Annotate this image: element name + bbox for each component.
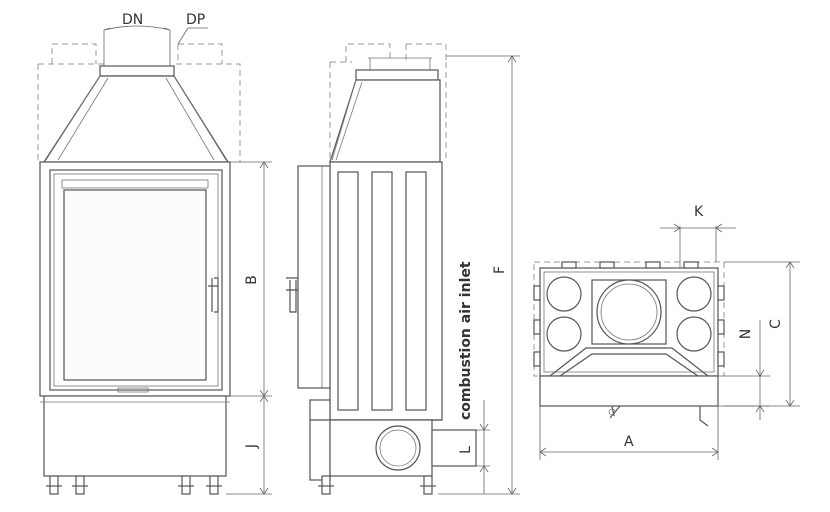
front-hidden-outline — [37, 43, 241, 162]
dim-j-line — [226, 395, 272, 495]
side-air-inlet-pipe — [375, 425, 421, 471]
front-flue-collar — [99, 65, 175, 77]
top-hidden-outline — [533, 261, 725, 377]
front-base — [43, 395, 227, 477]
dim-c-line — [724, 261, 800, 407]
front-view — [37, 25, 272, 495]
dim-l-line — [476, 400, 490, 494]
label-k: K — [694, 204, 704, 220]
dim-a-line — [539, 406, 719, 460]
side-door-profile — [297, 165, 331, 389]
top-handle-lever — [609, 405, 709, 427]
label-air-inlet: combustion air inlet — [458, 261, 474, 420]
side-air-inlet-spigot — [431, 429, 477, 467]
side-convection-panel-2 — [371, 171, 393, 411]
label-c: C — [768, 319, 784, 329]
label-n: N — [738, 329, 754, 339]
top-outlet-tr — [676, 276, 712, 312]
top-tabs — [533, 261, 725, 367]
top-flue-circle — [596, 279, 662, 345]
top-outlet-br — [676, 316, 712, 352]
dim-b-line — [230, 161, 272, 397]
top-view — [533, 223, 800, 460]
top-deflector — [549, 347, 709, 377]
front-door-handle — [208, 277, 219, 313]
top-outlet-tl — [546, 276, 582, 312]
side-convection-panel-1 — [337, 171, 359, 411]
side-flue-collar — [355, 69, 439, 81]
dim-k-line — [660, 223, 736, 268]
side-convection-panel-3 — [405, 171, 427, 411]
dim-f-line — [438, 55, 520, 495]
label-j: J — [244, 444, 260, 449]
side-view — [286, 43, 520, 495]
side-hidden-outline — [329, 43, 447, 162]
front-door-glass — [63, 189, 207, 381]
label-b: B — [244, 275, 260, 285]
side-body — [329, 161, 443, 421]
side-base — [309, 399, 331, 481]
label-a: A — [624, 434, 634, 450]
dim-n-line — [718, 320, 770, 420]
label-dp: DP — [186, 12, 205, 28]
side-door-handle — [286, 277, 298, 313]
label-f: F — [492, 266, 508, 274]
label-dn: DN — [122, 12, 143, 28]
front-door — [49, 169, 223, 391]
top-front-plate — [539, 375, 719, 407]
top-outlet-bl — [546, 316, 582, 352]
front-feet — [46, 475, 222, 495]
label-l: L — [458, 446, 474, 454]
side-hood — [329, 79, 441, 163]
